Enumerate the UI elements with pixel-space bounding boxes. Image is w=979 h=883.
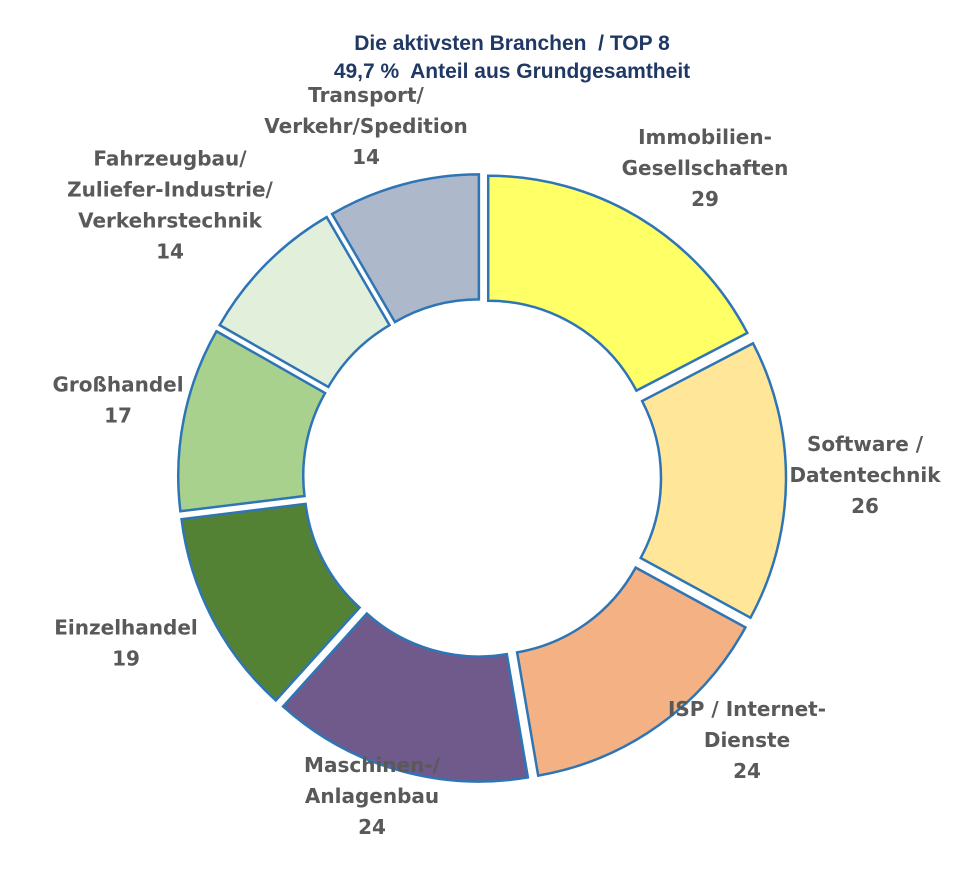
slice-label-line-5-0: Großhandel [52,373,183,397]
donut-slice-7 [330,173,481,324]
slice-label-5: Großhandel 17 [52,373,183,428]
chart-title: Die aktivsten Branchen / TOP 8 [354,32,670,55]
slice-value-7: 14 [352,145,380,169]
slice-value-5: 17 [104,404,132,428]
slice-label-line-6-2: Verkehrstechnik [78,209,262,233]
chart-title-block: Die aktivsten Branchen / TOP 8 49,7 % An… [0,30,979,86]
slice-label-line-3-1: Anlagenbau [305,784,439,808]
slice-label-6: Fahrzeugbau/Zuliefer-Industrie/Verkehrst… [67,147,273,264]
slice-label-line-0-0: Immobilien- [638,125,772,149]
slice-label-line-1-0: Software / [807,432,924,456]
donut-slice-2 [515,565,748,778]
slice-label-7: Transport/Verkehr/Spedition 14 [264,83,467,169]
slice-value-1: 26 [851,494,879,518]
slice-label-line-1-1: Datentechnik [789,463,941,487]
donut-slice-0 [486,174,749,393]
slice-value-4: 19 [112,647,140,671]
slice-label-4: Einzelhandel 19 [54,616,198,671]
donut-slice-3 [281,611,530,783]
slice-label-line-2-1: Dienste [704,728,790,752]
slice-value-3: 24 [358,815,386,839]
donut-slice-6 [217,215,392,389]
chart-subtitle: 49,7 % Anteil aus Grundgesamtheit [333,60,691,83]
slice-label-line-7-0: Transport/ [308,83,424,107]
slice-label-line-6-1: Zuliefer-Industrie/ [67,178,273,202]
slice-label-line-4-0: Einzelhandel [54,616,198,640]
slice-value-0: 29 [691,187,719,211]
slice-label-line-2-0: ISP / Internet- [668,697,826,721]
donut-slice-1 [638,341,788,620]
slice-label-0: Immobilien- Gesellschaften 29 [622,125,789,211]
slice-label-1: Software / Datentechnik 26 [789,432,941,518]
slice-value-2: 24 [733,759,761,783]
slice-label-line-0-1: Gesellschaften [622,156,789,180]
slice-label-3: Maschinen-/ Anlagenbau 24 [304,753,441,839]
slice-label-line-6-0: Fahrzeugbau/ [93,147,247,171]
slice-value-6: 14 [156,240,184,264]
slice-label-line-3-0: Maschinen-/ [304,753,441,777]
slice-label-2: ISP / Internet- Dienste 24 [668,697,826,783]
donut-slice-5 [177,329,327,513]
donut-slice-4 [180,502,362,703]
slice-label-line-7-1: Verkehr/Spedition [264,114,467,138]
